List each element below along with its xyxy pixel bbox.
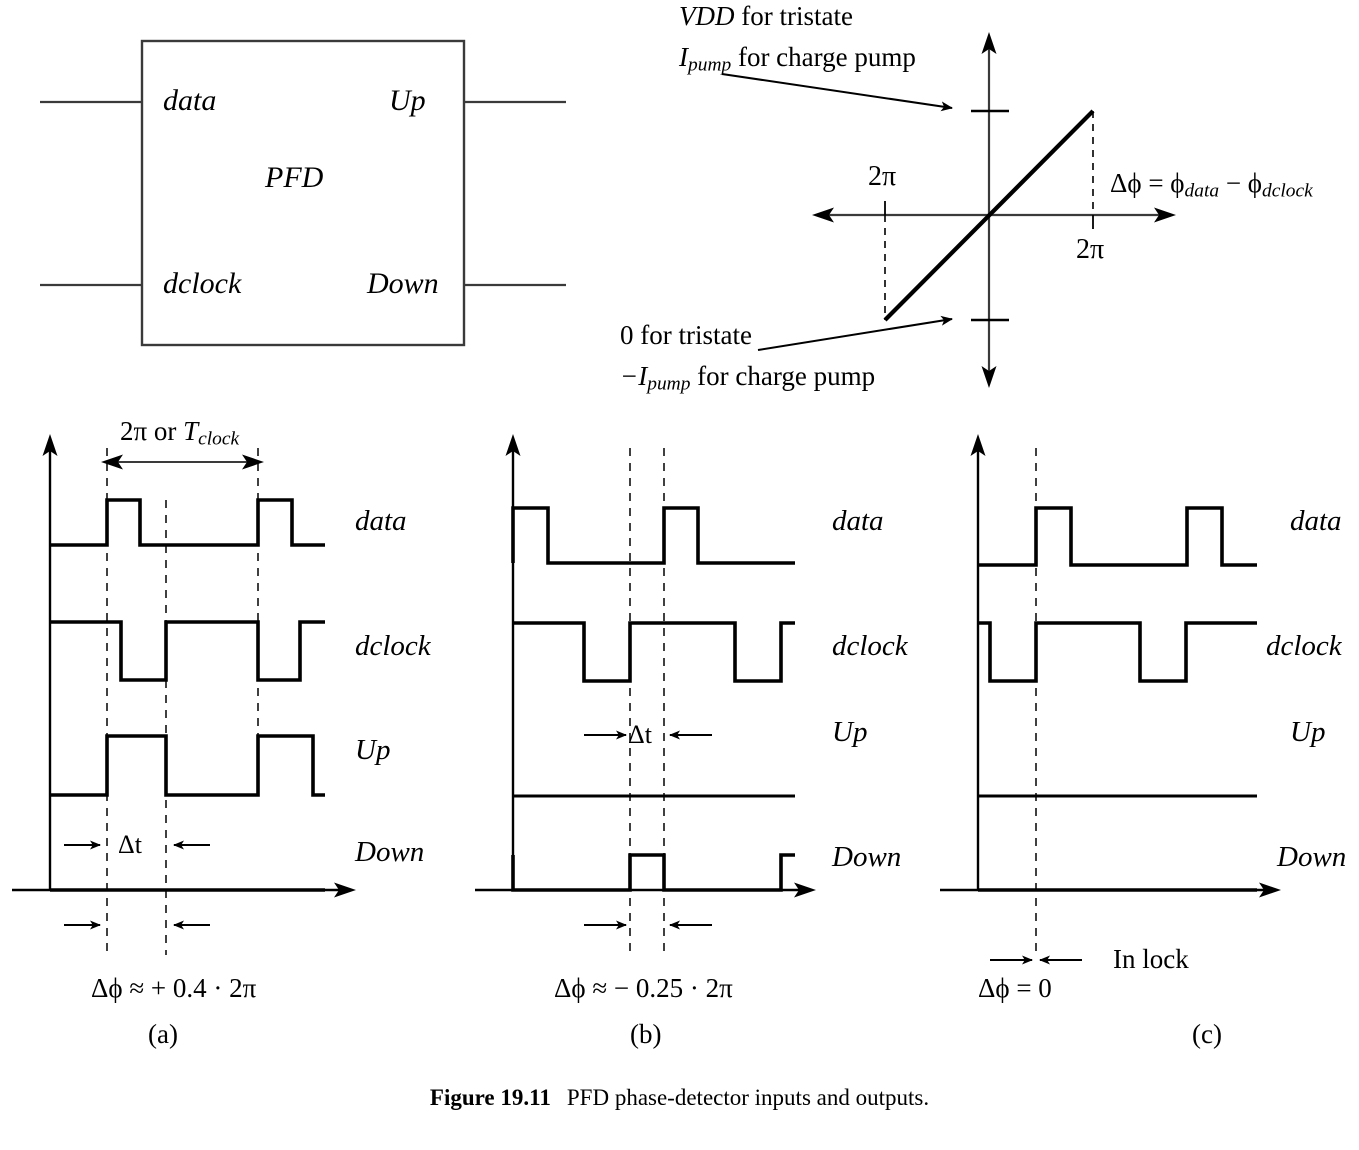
transfer-x-axis-arrow-left xyxy=(812,207,834,223)
vdd-rest: for tristate xyxy=(734,1,853,31)
pfd-input-label-dclock: dclock xyxy=(163,267,242,300)
transfer-y-axis-arrow-up xyxy=(981,32,997,54)
transfer-x-axis-arrow-right xyxy=(1154,207,1176,223)
panel-a-delta-t-label: Δt xyxy=(118,830,142,859)
transfer-leader-arrow-bottom xyxy=(757,315,953,351)
transfer-xtick-label-left: 2π xyxy=(868,161,897,192)
panel-b-delta-t-label: Δt xyxy=(628,720,652,749)
panel-a-signal-label-dclock: dclock xyxy=(355,630,431,662)
transfer-xtick-label-right: 2π xyxy=(1076,234,1105,265)
panel-c-lock-label: In lock xyxy=(1113,944,1189,974)
panel-a-period-label: 2π or Tclock xyxy=(120,418,239,449)
panel-c-waveform-data xyxy=(978,506,1257,567)
transfer-annotation-ipump-charge-pump: Ipump for charge pump xyxy=(679,44,916,75)
panel-c-waveform-dclock xyxy=(978,621,1257,683)
deltaphi-equation-head: Δϕ = ϕ xyxy=(1110,168,1185,198)
ipump-rest: for charge pump xyxy=(731,42,916,72)
ipump-subscript: pump xyxy=(688,54,732,76)
panel-c-x-axis-arrow xyxy=(1259,882,1281,898)
neg-ipump-rest: for charge pump xyxy=(690,361,876,391)
panel-c-caption-label: (c) xyxy=(1192,1019,1222,1049)
panel-b-waveform-dclock xyxy=(513,621,795,683)
transfer-y-axis-arrow-down xyxy=(981,366,997,388)
deltaphi-sub-dclock: dclock xyxy=(1262,180,1313,202)
panel-a-period-arrow-left xyxy=(101,454,123,470)
period-prefix: 2π or xyxy=(120,416,184,446)
transfer-leader-arrow-top xyxy=(721,73,953,112)
panel-a-vector xyxy=(12,434,356,955)
deltaphi-equation-mid: − ϕ xyxy=(1219,168,1263,198)
vdd-symbol: VDD xyxy=(679,1,735,31)
neg-ipump-subscript: pump xyxy=(647,373,691,395)
panel-a-signal-label-up: Up xyxy=(355,734,391,766)
period-symbol: T xyxy=(183,416,199,446)
transfer-curve-plot xyxy=(721,32,1176,388)
panel-b-signal-label-data: data xyxy=(832,505,884,537)
panel-c-signal-label-up: Up xyxy=(1290,716,1326,748)
panel-b-signal-label-down: Down xyxy=(832,841,902,873)
panel-b-signal-label-dclock: dclock xyxy=(832,630,908,662)
deltaphi-sub-data: data xyxy=(1184,180,1220,202)
pfd-output-label-up: Up xyxy=(389,84,426,117)
figure-caption-text: PFD phase-detector inputs and outputs. xyxy=(566,1085,930,1110)
panel-c-phase-label: Δϕ = 0 xyxy=(978,973,1052,1003)
pfd-output-label-down: Down xyxy=(367,267,439,300)
period-subscript: clock xyxy=(198,428,240,450)
panel-b-waveform-data xyxy=(511,506,795,565)
pfd-block-rect xyxy=(140,39,466,347)
panel-c-y-axis-arrow xyxy=(970,434,986,456)
panel-a-waveform-dclock xyxy=(50,620,325,682)
panel-a-waveform-up xyxy=(50,734,325,797)
panel-b-signal-label-up: Up xyxy=(832,716,868,748)
panel-a-signal-label-down: Down xyxy=(355,836,425,868)
panel-c-signal-label-data: data xyxy=(1290,505,1342,537)
figure-number: Figure 19.11 xyxy=(429,1085,551,1110)
panel-c-vector xyxy=(940,434,1281,965)
transfer-annotation-vdd-tristate: VDD for tristate xyxy=(679,3,853,30)
panel-a-caption-label: (a) xyxy=(148,1019,178,1049)
panel-b-x-axis-arrow xyxy=(794,882,816,898)
panel-a-period-arrow-right xyxy=(242,454,264,470)
panel-b-caption-label: (b) xyxy=(630,1019,662,1049)
panel-b-y-axis-arrow xyxy=(505,434,521,456)
panel-b-vector xyxy=(475,434,816,955)
pfd-input-label-data: data xyxy=(163,84,217,117)
pfd-block-diagram xyxy=(40,39,566,347)
panel-a-waveform-data xyxy=(50,498,325,547)
panel-c-signal-label-dclock: dclock xyxy=(1266,630,1342,662)
pfd-block-label: PFD xyxy=(265,161,324,194)
panel-a-y-axis-arrow xyxy=(42,434,58,456)
panel-c-signal-label-down: Down xyxy=(1277,841,1347,873)
neg-ipump-symbol: −I xyxy=(620,361,648,391)
transfer-annotation-neg-ipump-charge-pump: −Ipump for charge pump xyxy=(620,363,875,394)
transfer-characteristic-line xyxy=(883,109,1095,322)
panel-b-phase-label: Δϕ ≈ − 0.25 · 2π xyxy=(554,973,733,1003)
transfer-x-axis-label: Δϕ = ϕdata − ϕdclock xyxy=(1110,170,1313,201)
transfer-annotation-zero-tristate: 0 for tristate xyxy=(620,320,752,350)
panel-a-signal-label-data: data xyxy=(355,505,407,537)
panel-a-x-axis-arrow xyxy=(334,882,356,898)
panel-b-waveform-down xyxy=(511,853,795,892)
ipump-symbol: I xyxy=(679,42,688,72)
panel-a-phase-label: Δϕ ≈ + 0.4 · 2π xyxy=(91,973,257,1003)
figure-caption: Figure 19.11 PFD phase-detector inputs an… xyxy=(0,1085,1359,1111)
